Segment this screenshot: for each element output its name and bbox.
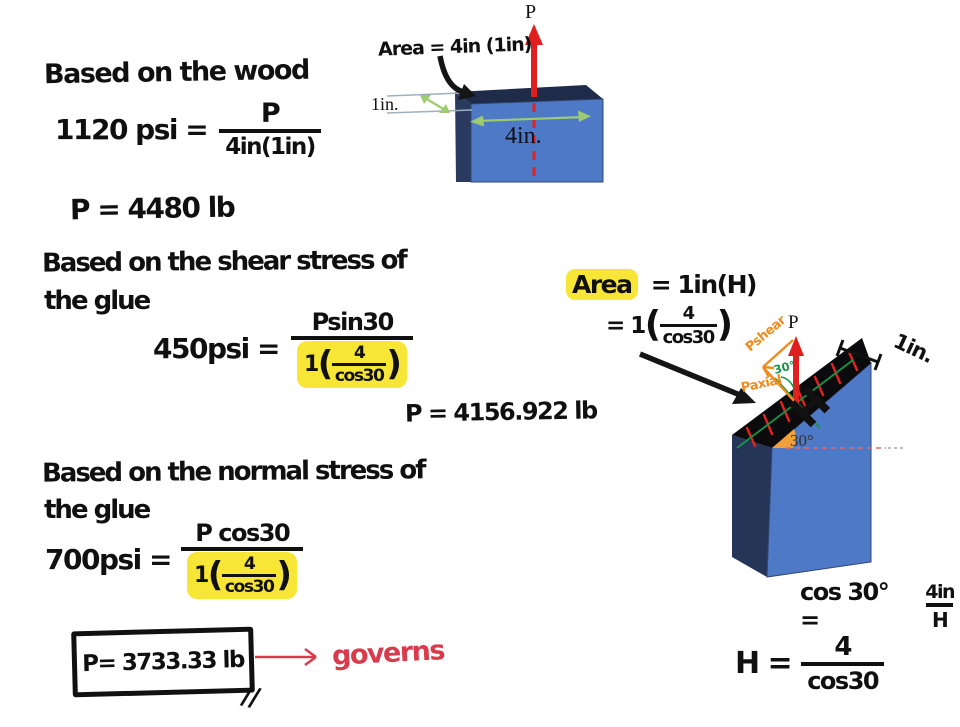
angle-wedge xyxy=(772,429,796,448)
shear-title-line2: the glue xyxy=(44,286,151,316)
flat-block-left-face xyxy=(455,92,471,182)
flat-block-diagram: P 4in. 1in. xyxy=(371,1,604,183)
thickness-dim-head-top xyxy=(420,95,431,104)
trig-den: H xyxy=(925,602,954,632)
normal-title-line2: the glue xyxy=(44,495,151,525)
normal-eq-lhs: 700psi = xyxy=(45,542,172,576)
wood-title: Based on the wood xyxy=(43,54,310,91)
governing-result: P= 3733.33 lb xyxy=(81,646,245,678)
top-thickness-dim-line xyxy=(839,346,879,364)
thickness-dim-arrow xyxy=(424,97,446,111)
green-angle-label: 30° xyxy=(772,358,797,377)
force-arrow-p-head xyxy=(525,24,543,45)
governs-arrow-head2 xyxy=(304,655,317,667)
paxial-arrow-head2 xyxy=(761,366,771,378)
incline-axis-line xyxy=(736,359,854,449)
flat-block-top-face xyxy=(455,85,603,104)
normal-den-inner-num: 4 xyxy=(243,554,256,574)
top-thickness-tick1 xyxy=(835,339,845,357)
normal-den-inner-den: cos30 xyxy=(221,574,277,597)
thickness-dim-label: 1in. xyxy=(371,94,399,114)
wood-eq-numerator: P xyxy=(260,98,281,129)
shear-result: P = 4156.922 lb xyxy=(404,396,597,428)
area-note-label: Area xyxy=(566,269,638,300)
thickness-leader-bottom xyxy=(386,109,473,114)
angle-label: 30° xyxy=(790,431,814,450)
width-dim-arrow xyxy=(475,115,586,123)
height-eq-lhs: H = xyxy=(735,646,793,681)
governs-arrow xyxy=(255,647,317,667)
trig-equation: cos 30° = 4in H xyxy=(800,578,960,634)
wood-result: P = 4480 lb xyxy=(69,190,235,227)
shear-den-open-paren: ( xyxy=(317,343,334,384)
area-note-line1: Area = 1in(H) xyxy=(566,269,758,300)
width-dim-label: 4in. xyxy=(505,123,542,149)
trig-fraction: 4in H xyxy=(919,581,960,632)
result-box: P= 3733.33 lb xyxy=(71,626,255,698)
wood-eq-lhs: 1120 psi = xyxy=(55,112,209,146)
area-note-eq1: = 1in(H) xyxy=(650,270,758,299)
height-eq-fraction: 4 cos30 xyxy=(801,632,885,695)
pshear-arrow xyxy=(762,339,794,368)
normal-title-line1: Based on the normal stress of xyxy=(41,455,425,489)
governs-arrow-head1 xyxy=(304,647,317,659)
thickness-leader-top xyxy=(386,92,462,97)
wood-equation: 1120 psi = P 4in(1in) xyxy=(55,98,321,160)
area-note-pointer-line xyxy=(638,351,742,398)
shear-den-inner-den: cos30 xyxy=(331,363,387,386)
paxial-arrow xyxy=(762,366,797,404)
wood-eq-fraction: P 4in(1in) xyxy=(219,98,321,160)
height-eq-num: 4 xyxy=(834,632,852,662)
green-angle-arc xyxy=(780,376,795,389)
normal-eq-numerator: P cos30 xyxy=(195,519,290,547)
thickness-dim-head-bottom xyxy=(439,104,450,113)
shear-eq-lhs: 450psi = xyxy=(153,331,280,365)
angled-block-left-face xyxy=(732,435,772,577)
paxial-arrow-head1 xyxy=(762,365,775,370)
height-equation: H = 4 cos30 xyxy=(735,632,885,695)
shear-eq-numerator: Psin30 xyxy=(311,308,395,336)
angled-block-diagram: P Pshear Paxial 30° 30° 1in. H xyxy=(732,312,937,578)
height-eq-den: cos30 xyxy=(801,662,885,695)
shear-title-line1: Based on the shear stress of xyxy=(41,245,406,279)
angled-force-arrow-p-head xyxy=(788,336,804,356)
area-note-pointer-head xyxy=(732,388,756,404)
governs-label: governs xyxy=(331,635,445,672)
wood-eq-denominator: 4in(1in) xyxy=(219,129,321,160)
normal-den-coef: 1 xyxy=(193,563,209,588)
top-thickness-label: 1in. xyxy=(890,329,937,368)
angled-force-label-p: P xyxy=(788,312,799,333)
trig-num: 4in xyxy=(925,580,955,603)
shear-den-coef: 1 xyxy=(303,352,319,377)
normal-den-close-paren: ) xyxy=(276,554,292,595)
normal-den-open-paren: ( xyxy=(207,554,224,595)
width-dim-head-left xyxy=(470,115,484,127)
area-note-den: cos30 xyxy=(659,324,717,348)
top-thickness-tick2 xyxy=(873,353,883,371)
shear-den-inner-num: 4 xyxy=(353,343,366,363)
area-note-eq2-pre: = 1 xyxy=(606,312,646,339)
area-note-open-paren: ( xyxy=(644,304,661,346)
force-label-p: P xyxy=(525,1,536,23)
area-note-close-paren: ) xyxy=(716,304,733,346)
width-dim-head-right xyxy=(578,110,591,122)
shear-den-close-paren: ) xyxy=(386,343,402,384)
area-note-pointer xyxy=(638,351,756,404)
area-note-num: 4 xyxy=(682,303,695,324)
force-components xyxy=(761,339,797,404)
area-pointer-arrow-head xyxy=(458,84,476,100)
angled-block-front-face xyxy=(766,361,872,578)
area-pointer-arrow xyxy=(437,55,465,95)
trig-lhs: cos 30° = xyxy=(800,578,890,634)
